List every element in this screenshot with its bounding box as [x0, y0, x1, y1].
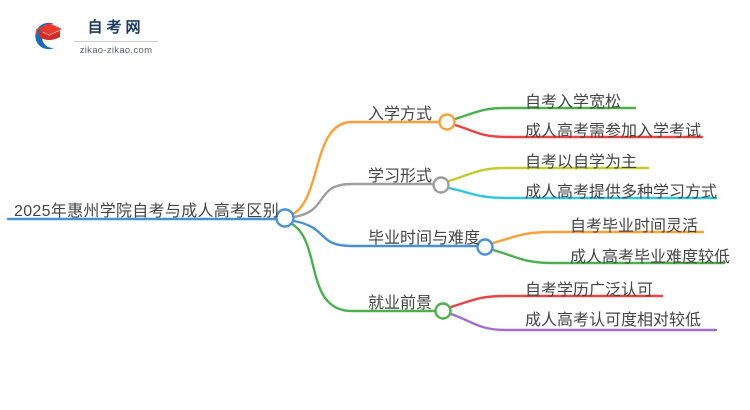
branch-label-3: 就业前景 [368, 295, 433, 312]
logo-subtitle: zikao-zikao.com [79, 45, 153, 56]
branch-line-0 [291, 120, 441, 216]
graduation-cap-icon [35, 22, 62, 50]
leaf-line-0-1 [453, 123, 704, 139]
leaf-label-0-1: 成人高考需参加入学考试 [525, 123, 702, 140]
branch-line-2 [292, 219, 479, 248]
branch-label-1: 学习形式 [368, 168, 433, 185]
branch-line-3 [290, 222, 437, 313]
leaf-label-3-0: 自考学历广泛认可 [525, 282, 654, 299]
branch-node-0 [438, 113, 456, 131]
branch-node-2 [476, 238, 494, 256]
branch-node-1 [432, 176, 450, 194]
leaf-label-2-0: 自考毕业时间灵活 [570, 218, 699, 235]
leaf-line-3-0 [449, 294, 664, 309]
leaf-line-3-1 [449, 312, 718, 332]
branch-node-3 [434, 302, 452, 320]
branch-label-0: 入学方式 [368, 106, 433, 123]
leaf-label-1-1: 成人高考提供多种学习方式 [525, 184, 718, 201]
leaf-label-2-1: 成人高考毕业难度较低 [570, 249, 731, 266]
leaf-line-1-0 [447, 166, 650, 183]
logo-title: 自考网 [74, 16, 158, 42]
leaf-line-2-0 [491, 230, 705, 245]
leaf-line-1-1 [447, 186, 718, 200]
leaf-label-1-0: 自考以自学为主 [525, 154, 638, 171]
leaf-label-0-0: 自考入学宽松 [525, 94, 622, 111]
leaf-label-3-1: 成人高考认可度相对较低 [525, 312, 702, 329]
site-logo: 自考网 zikao-zikao.com [28, 14, 158, 58]
leaf-line-0-0 [453, 106, 637, 121]
root-label: 2025年惠州学院自考与成人高考区别 [14, 203, 279, 220]
branch-label-2: 毕业时间与难度 [368, 230, 481, 247]
branch-line-1 [292, 182, 435, 219]
leaf-line-2-1 [491, 248, 726, 265]
root-node [275, 208, 295, 228]
